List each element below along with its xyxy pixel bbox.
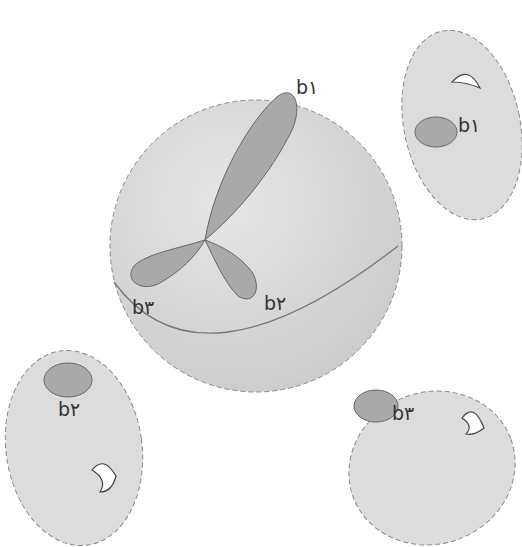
petal-label: b۲ bbox=[264, 294, 286, 313]
petal-label: b۱ bbox=[296, 78, 318, 97]
disc-label: b۱ bbox=[458, 116, 480, 135]
disc-label: b۳ bbox=[392, 404, 414, 423]
torus-surface bbox=[327, 368, 522, 547]
petal-label: b۳ bbox=[132, 298, 154, 317]
torus-surface bbox=[385, 19, 522, 231]
sphere-surface bbox=[110, 93, 402, 392]
torus-surface bbox=[0, 341, 155, 547]
disc-label: b۲ bbox=[58, 400, 80, 419]
